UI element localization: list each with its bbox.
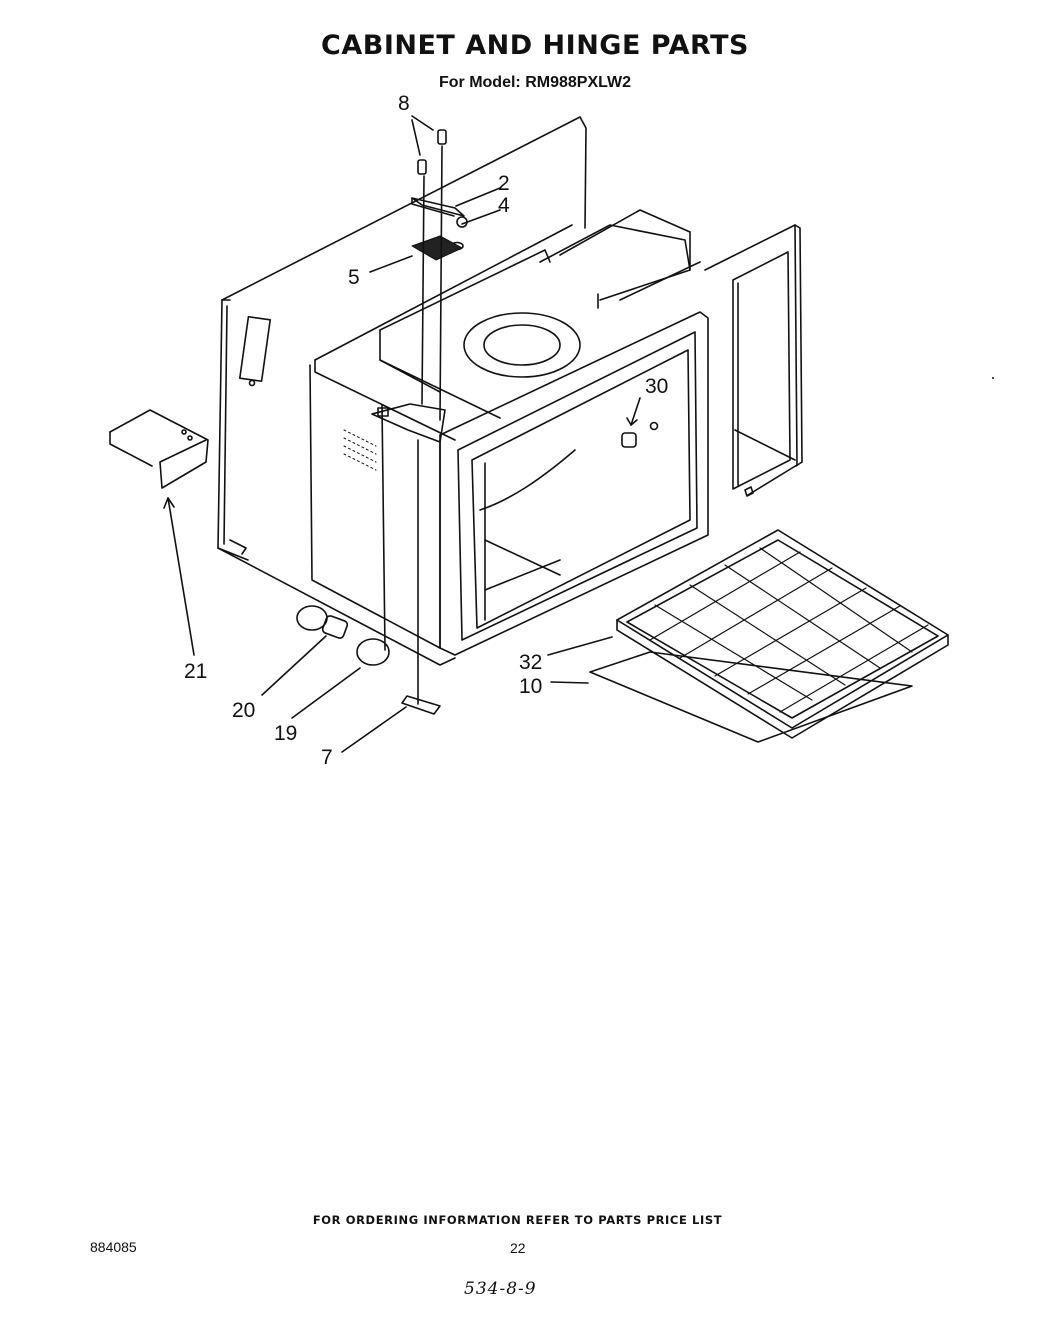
ordering-note: FOR ORDERING INFORMATION REFER TO PARTS … (312, 1213, 723, 1227)
part-30-socket (621, 397, 659, 448)
part-10-tray (550, 651, 913, 743)
callout-32: 32 (519, 651, 542, 674)
right-side-panel (704, 224, 803, 497)
outer-cabinet-wrapper (217, 116, 587, 666)
part-21-bracket (109, 409, 209, 656)
part-7-bracket (341, 695, 441, 753)
callout-4: 4 (498, 194, 510, 217)
callout-21: 21 (184, 660, 207, 683)
callout-20: 20 (232, 699, 255, 722)
top-leader-lines (369, 115, 501, 273)
document-number: 884085 (90, 1239, 137, 1255)
callout-30: 30 (645, 375, 668, 398)
callout-7: 7 (321, 746, 333, 769)
handwritten-code: 534-8-9 (464, 1279, 537, 1299)
model-subtitle: For Model: RM988PXLW2 (438, 74, 632, 91)
part-32-rack (547, 529, 949, 739)
hinge-bracket-parts (371, 129, 468, 705)
callout-8: 8 (398, 92, 410, 115)
front-frame (439, 311, 709, 656)
callout-19: 19 (274, 722, 297, 745)
callout-5: 5 (348, 266, 360, 289)
page-number: 22 (510, 1240, 526, 1256)
page-title: CABINET AND HINGE PARTS (321, 30, 749, 61)
callout-10: 10 (519, 675, 542, 698)
part-19-20-lamp (261, 605, 390, 719)
callout-2: 2 (498, 172, 510, 195)
